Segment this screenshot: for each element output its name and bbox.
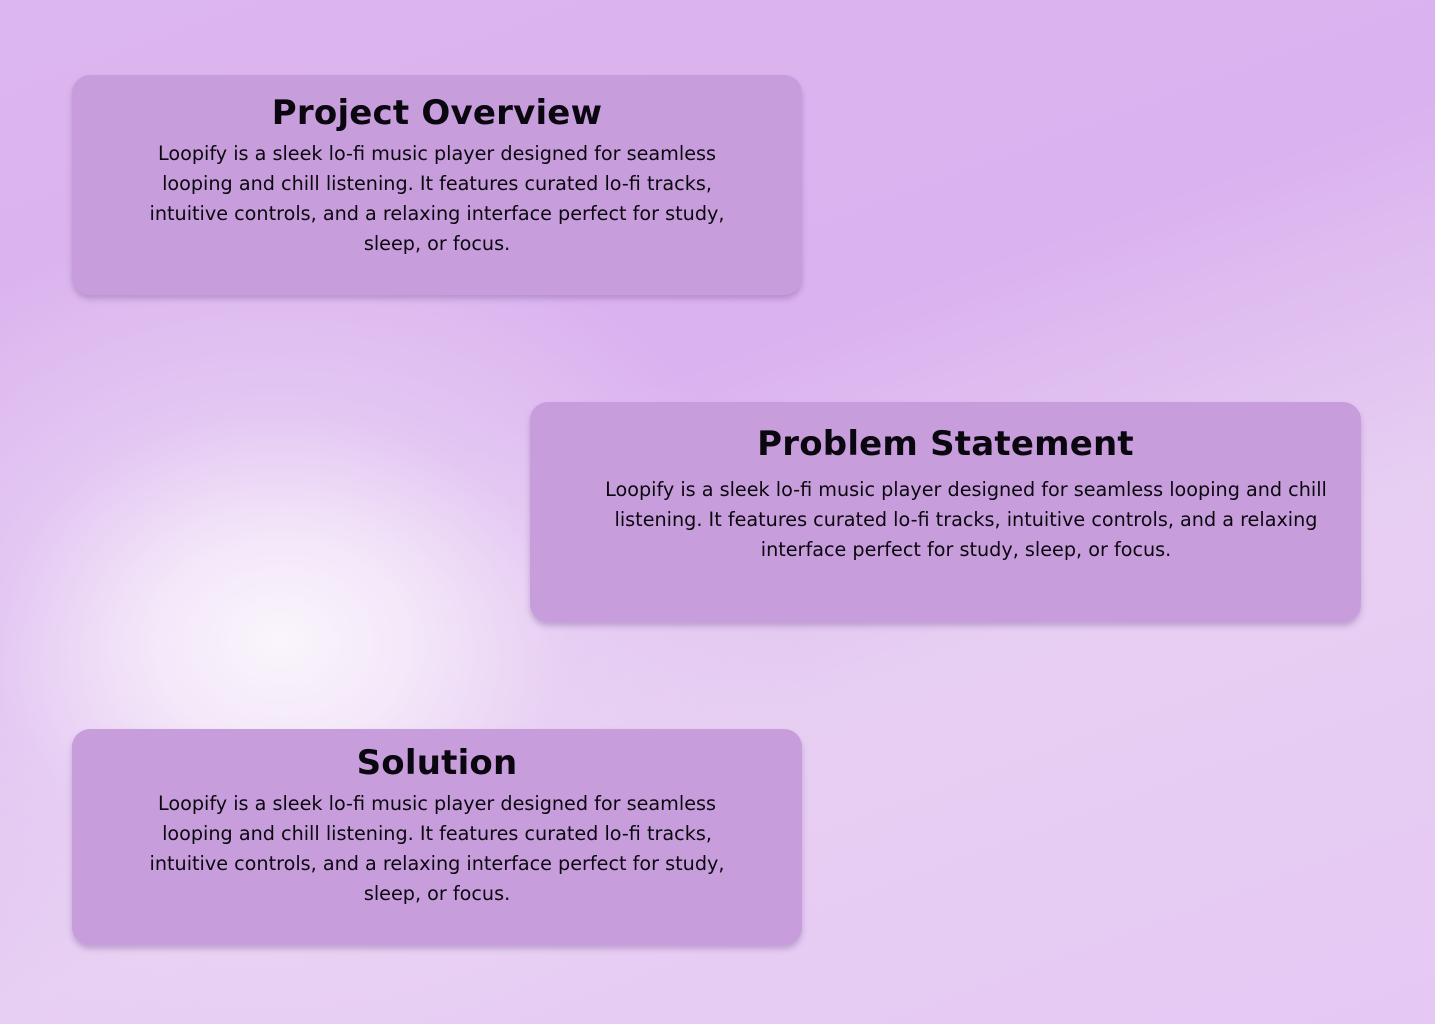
problem-statement-title: Problem Statement bbox=[757, 424, 1134, 464]
project-overview-card: Project Overview Loopify is a sleek lo-f… bbox=[72, 75, 802, 295]
solution-description: Loopify is a sleek lo-fi music player de… bbox=[149, 792, 725, 905]
solution-title: Solution bbox=[356, 743, 518, 783]
project-overview-description: Loopify is a sleek lo-fi music player de… bbox=[149, 142, 725, 255]
project-overview-title: Project Overview bbox=[271, 93, 603, 133]
problem-statement-card: Problem Statement Loopify is a sleek lo-… bbox=[530, 402, 1361, 622]
problem-statement-description: Loopify is a sleek lo-fi music player de… bbox=[605, 478, 1327, 561]
solution-card: Solution Loopify is a sleek lo-fi music … bbox=[72, 729, 802, 945]
